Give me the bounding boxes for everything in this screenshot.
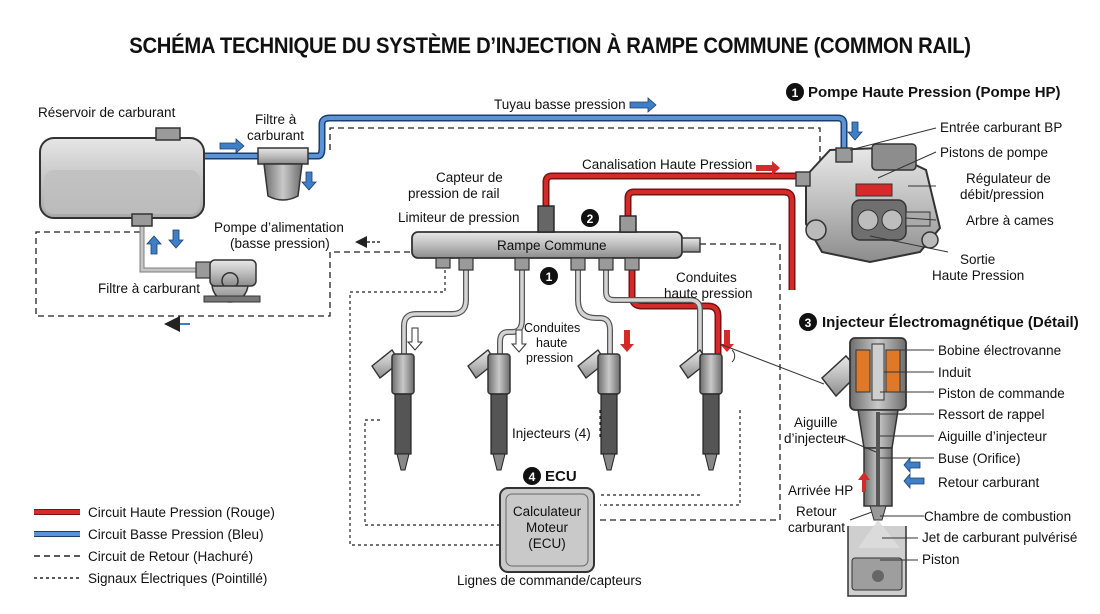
- injector-detail: [820, 337, 907, 597]
- hp-arrow-icon: [756, 161, 780, 175]
- legend-label-3: Signaux Électriques (Pointillé): [88, 571, 267, 586]
- injector-pipes: [401, 268, 703, 356]
- rail-sensor-label-2: pression de rail: [408, 186, 500, 201]
- injector-part-9: Piston: [922, 552, 960, 567]
- pump-part-5: Sortie: [960, 252, 995, 267]
- ecu-signal-lines: [349, 270, 741, 546]
- hp-lines-label-1: Conduites: [676, 270, 737, 285]
- pump-part-3: débit/pression: [960, 187, 1044, 202]
- pump-callouts: [849, 127, 949, 253]
- reservoir-label: Réservoir de carburant: [38, 105, 176, 120]
- badges: 1 2 1 3 4: [523, 83, 817, 485]
- return-label-1: Retour: [796, 504, 837, 519]
- fuel-filter-label: Filtre à carburant: [98, 281, 200, 296]
- legend-label-2: Circuit de Retour (Hachuré): [88, 549, 253, 564]
- hp-arrow-icon: [858, 472, 870, 492]
- injector: [679, 348, 723, 471]
- legend-label-0: Circuit Haute Pression (Rouge): [88, 505, 275, 520]
- injector-callouts: [719, 343, 934, 561]
- feed-pump-label-1: Pompe d’alimentation: [214, 220, 344, 235]
- badge-1: 1: [792, 86, 799, 100]
- low-pressure-pipe-label: Tuyau basse pression: [494, 97, 626, 112]
- ecu-label-1: Calculateur: [513, 504, 582, 519]
- injector-detail-title: Injecteur Électromagnétique (Détail): [822, 314, 1079, 331]
- injector-part-3: Ressort de rappel: [938, 407, 1045, 422]
- ecu-label-3: (ECU): [528, 536, 566, 551]
- injector: [371, 348, 415, 471]
- badge-1-rail: 1: [546, 270, 553, 284]
- feed-pump-label-2: (basse pression): [230, 236, 330, 251]
- injector-part-1: Induit: [938, 365, 971, 380]
- injector-part-6: Retour carburant: [938, 475, 1040, 490]
- return-lines: [35, 127, 821, 521]
- low-pressure-arrows: [146, 97, 925, 490]
- common-rail-label: Rampe Commune: [497, 238, 607, 253]
- common-rail: [411, 205, 701, 271]
- pressure-limiter-label: Limiteur de pression: [398, 210, 520, 225]
- control-lines-label: Lignes de commande/capteurs: [457, 573, 642, 588]
- needle-label-2: d’injecteur: [784, 431, 846, 446]
- injector: [467, 348, 511, 471]
- badge-2: 2: [587, 212, 594, 226]
- hp-lines-label-2: haute pression: [664, 286, 753, 301]
- feed-pump: [195, 259, 261, 303]
- pump-title: Pompe Haute Pression (Pompe HP): [808, 84, 1061, 101]
- hp-inlet-label: Arrivée HP: [788, 483, 853, 498]
- injector: [577, 348, 621, 471]
- injector-part-8: Jet de carburant pulvérisé: [922, 530, 1077, 545]
- pump-part-2: Régulateur de: [966, 171, 1051, 186]
- legend-lines: [34, 509, 80, 579]
- ecu-box: [499, 487, 595, 573]
- fuel-tank: [39, 127, 205, 227]
- ecu-label-2: Moteur: [526, 520, 569, 535]
- pump-part-4: Arbre à cames: [966, 213, 1054, 228]
- center-lines-label-3: pression: [526, 351, 573, 365]
- pump-part-6: Haute Pression: [932, 268, 1024, 283]
- hp-arrow-icon: [720, 330, 734, 352]
- badge-3: 3: [805, 316, 812, 330]
- injector-part-4: Aiguille d’injecteur: [938, 429, 1047, 444]
- center-lines-label-2: haute: [536, 336, 567, 350]
- injectors-label: Injecteurs (4): [512, 426, 591, 441]
- center-lines-label-1: Conduites: [524, 321, 580, 335]
- injector-part-2: Piston de commande: [938, 386, 1065, 401]
- filter-label-2: carburant: [247, 128, 304, 143]
- fuel-filter-top: [257, 147, 309, 201]
- pipe-arrows: [406, 327, 528, 353]
- page-title: SCHÉMA TECHNIQUE DU SYSTÈME D’INJECTION …: [129, 33, 971, 58]
- badge-4: 4: [529, 470, 536, 484]
- filter-label-1: Filtre à: [255, 112, 297, 127]
- rail-sensor-label-1: Capteur de: [436, 170, 503, 185]
- high-pressure-pipe-label: Canalisation Haute Pression: [582, 157, 752, 172]
- hp-arrow-icon: [620, 330, 634, 352]
- ecu-title: ECU: [545, 468, 577, 485]
- legend-label-1: Circuit Basse Pression (Bleu): [88, 527, 264, 542]
- low-pressure-line: [139, 114, 848, 273]
- high-pressure-line: [542, 172, 806, 356]
- injector-part-7: Chambre de combustion: [924, 509, 1071, 524]
- pump-part-0: Entrée carburant BP: [940, 120, 1062, 135]
- return-label-2: carburant: [788, 520, 845, 535]
- hp-pump: [795, 143, 942, 264]
- injector-part-0: Bobine électrovanne: [938, 343, 1061, 358]
- pump-part-1: Pistons de pompe: [940, 145, 1048, 160]
- needle-label-1: Aiguille: [794, 415, 838, 430]
- injector-part-5: Buse (Orifice): [938, 451, 1021, 466]
- injectors: [371, 348, 723, 471]
